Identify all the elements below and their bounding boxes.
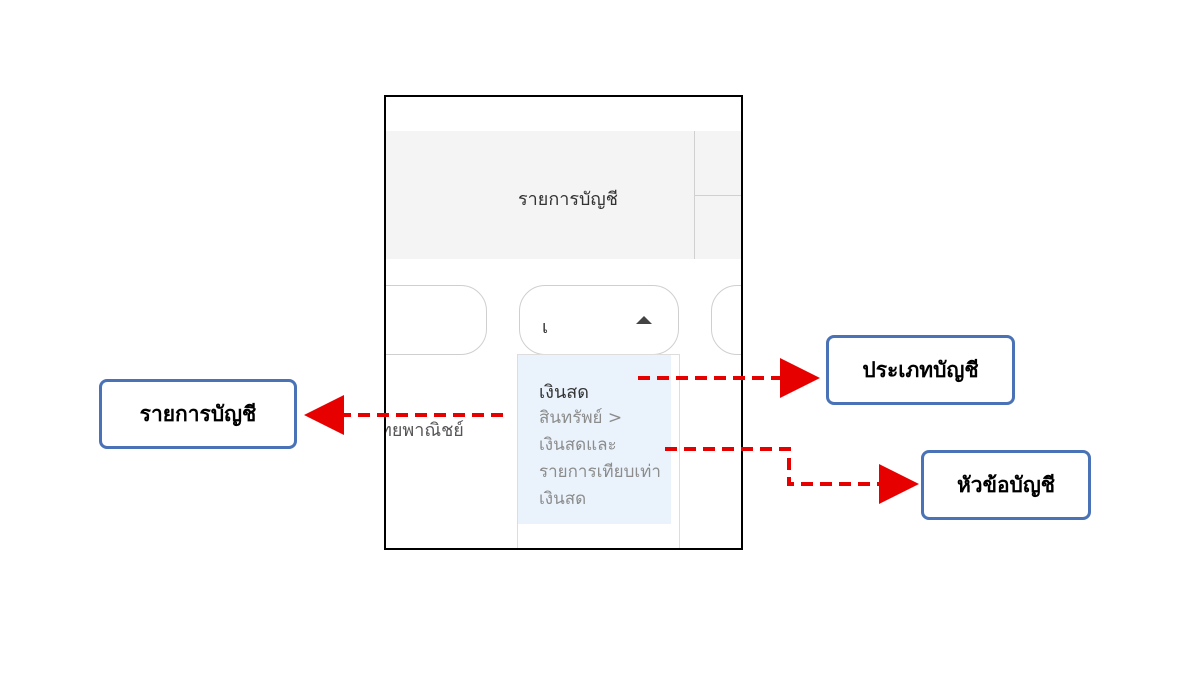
callout-account-type: ประเภทบัญชี xyxy=(826,335,1015,405)
account-row-text: ทยพาณิชย์ xyxy=(384,420,464,441)
header-row-divider xyxy=(695,195,741,196)
caret-up-icon[interactable] xyxy=(636,316,652,324)
app-screenshot-frame: รายการบัญชี เ ทยพาณิชย์ เงินสด สินทรัพย์… xyxy=(384,95,743,550)
table-header xyxy=(386,131,741,259)
dropdown-option-title: เงินสด xyxy=(539,382,589,403)
arrow-to-bottom-callout xyxy=(665,447,919,504)
callout-account-heading: หัวข้อบัญชี xyxy=(921,450,1091,520)
dropdown-option-deposit[interactable]: เงินฝาก xyxy=(539,542,598,548)
callout-account-list: รายการบัญชี xyxy=(99,379,297,449)
header-column-divider xyxy=(694,131,695,259)
account-dropdown-menu[interactable]: เงินสด สินทรัพย์ > เงินสดและรายการเทียบเ… xyxy=(517,354,680,548)
left-input-field[interactable] xyxy=(386,285,487,355)
dropdown-option-cash[interactable]: เงินสด สินทรัพย์ > เงินสดและรายการเทียบเ… xyxy=(518,355,671,524)
dropdown-option-category: สินทรัพย์ > เงินสดและรายการเทียบเท่าเงิน… xyxy=(539,408,661,509)
account-list-column-header: รายการบัญชี xyxy=(518,189,618,210)
account-select-value: เ xyxy=(542,317,549,338)
